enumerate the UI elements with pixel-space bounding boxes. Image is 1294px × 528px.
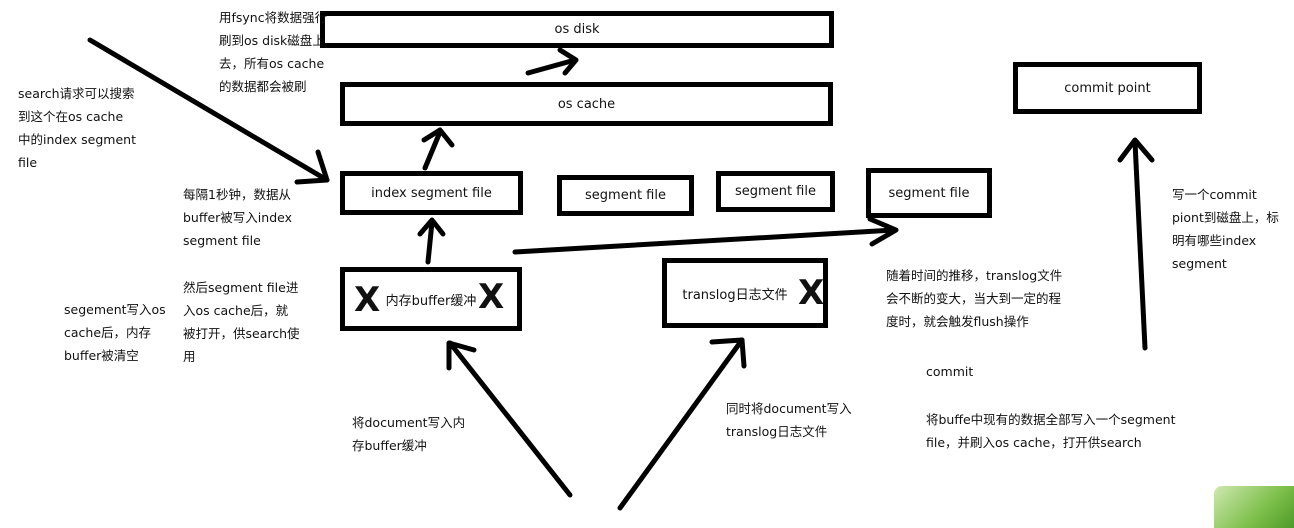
commit-point-box: commit point xyxy=(1013,62,1202,114)
note-fsync: 用fsync将数据强行 刷到os disk磁盘上 去，所有os cache 的数… xyxy=(219,10,328,94)
x-mark-buffer-left: X xyxy=(354,280,381,320)
note-also-write: 同时将document写入 translog日志文件 xyxy=(726,401,852,439)
note-translog-grow: 随着时间的推移，translog文件 会不断的变大，当大到一定的程 度时，就会触… xyxy=(886,268,1063,329)
note-write-doc: 将document写入内 存buffer缓冲 xyxy=(352,415,466,453)
segment-file-label-3: segment file xyxy=(888,185,970,201)
memory-buffer-box: 内存buffer缓冲 xyxy=(340,267,522,331)
commit-point-arrow xyxy=(1117,137,1155,351)
doc-to-buffer-arrow xyxy=(446,340,573,498)
note-every-second: 每隔1秒钟，数据从 buffer被写入index segment file xyxy=(183,187,292,248)
segment-file-box-3: segment file xyxy=(866,168,992,218)
translog-box: translog日志文件 xyxy=(662,258,828,328)
note-segment-cleared: segement写入os cache后，内存 buffer被清空 xyxy=(64,302,166,363)
cache-to-disk-arrow xyxy=(525,47,579,76)
index-segment-file-label: index segment file xyxy=(371,185,492,201)
corner-leaf-decoration xyxy=(1214,486,1294,528)
note-then-segment: 然后segment file进 入os cache后，就 被打开，供search… xyxy=(183,280,300,364)
segment-file-label-1: segment file xyxy=(585,188,666,203)
os-cache-label: os cache xyxy=(557,96,616,112)
translog-label: translog日志文件 xyxy=(682,287,788,303)
os-cache-box: os cache xyxy=(340,82,833,126)
segment-file-label-2: segment file xyxy=(735,184,816,199)
doc-to-translog-arrow xyxy=(617,337,747,511)
to-segment-file-arrow xyxy=(512,216,899,255)
segment-file-box-2: segment file xyxy=(716,171,835,212)
buffer-to-segment-arrow xyxy=(417,217,446,265)
os-disk-box: os disk xyxy=(320,11,834,48)
note-commit-desc: 将buffe中现有的数据全部写入一个segment file，并刷入os cac… xyxy=(926,412,1176,450)
commit-point-label: commit point xyxy=(1064,80,1151,96)
search-arrow xyxy=(87,37,330,185)
x-mark-translog: X xyxy=(798,273,825,313)
index-segment-file-box: index segment file xyxy=(340,171,523,215)
note-search: search请求可以搜索 到这个在os cache 中的index segmen… xyxy=(18,86,136,170)
note-commit-label: commit xyxy=(926,364,974,379)
segment-to-cache-arrow xyxy=(421,127,455,171)
os-disk-label: os disk xyxy=(554,22,600,37)
note-write-commit: 写一个commit piont到磁盘上，标 明有哪些index segment xyxy=(1172,187,1279,271)
segment-file-box-1: segment file xyxy=(557,175,694,216)
memory-buffer-label: 内存buffer缓冲 xyxy=(385,293,477,309)
x-mark-buffer-right: X xyxy=(478,277,505,317)
